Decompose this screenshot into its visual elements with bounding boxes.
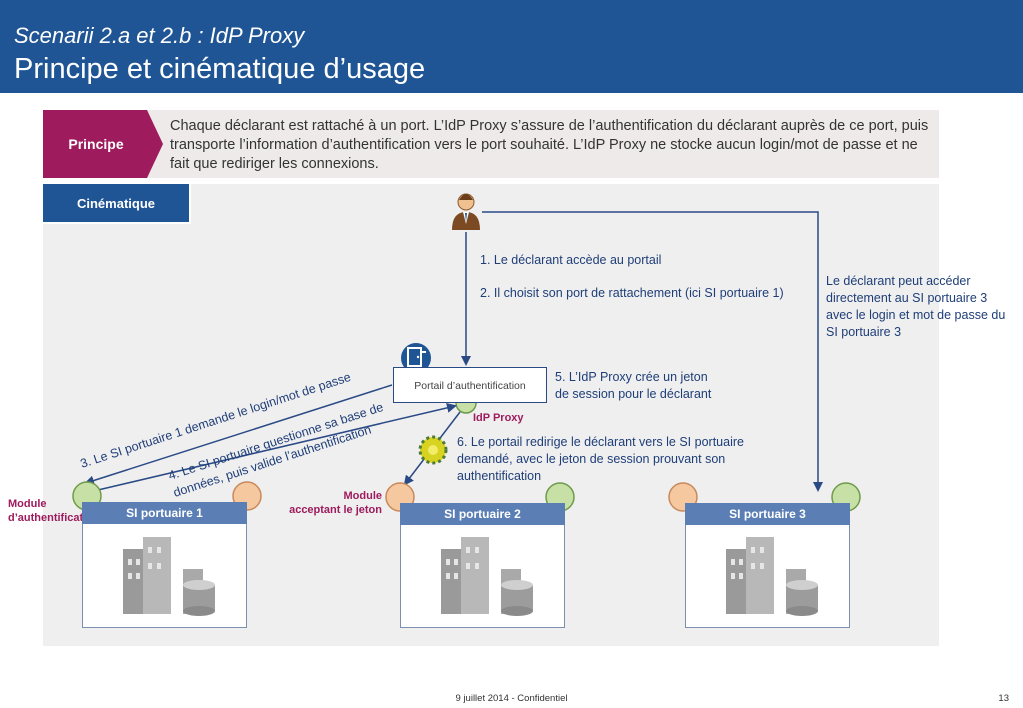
step2-label: 2. Il choisit son port de rattachement (… — [480, 286, 784, 300]
step5-label-line1: 5. L’IdP Proxy crée un jeton — [555, 370, 708, 384]
si-portuaire-2-box — [400, 518, 565, 628]
step6-label: 6. Le portail redirige le déclarant vers… — [457, 435, 744, 483]
session-token-icon — [418, 435, 448, 465]
principe-panel — [43, 110, 939, 178]
si-portuaire-3-box — [685, 518, 850, 628]
arrow-si1-to-portal — [97, 402, 457, 491]
principe-label: Principe — [68, 136, 124, 152]
step1-label: 1. Le déclarant accède au portail — [480, 253, 662, 267]
slide-header: Scenarii 2.a et 2.b : IdP Proxy Principe… — [0, 0, 1023, 93]
si-portuaire-1-label: SI portuaire 1 — [82, 502, 247, 524]
direct-access-label: Le déclarant peut accéder directement au… — [826, 274, 1006, 339]
module-token-label-line1: Module — [343, 490, 383, 502]
slide-subtitle: Scenarii 2.a et 2.b : IdP Proxy — [14, 23, 305, 48]
footer-date: 9 juillet 2014 - Confidentiel — [455, 693, 568, 704]
building-database-icon — [726, 537, 818, 616]
arrow-user-to-si3 — [482, 211, 823, 492]
authentication-portal-box: Portail d’authentification — [393, 367, 547, 403]
building-database-icon — [441, 537, 533, 616]
cinematique-label: Cinématique — [43, 184, 191, 224]
principe-tag-shape — [43, 110, 163, 178]
slide-title: Principe et cinématique d’usage — [14, 53, 426, 85]
idp-proxy-label: IdP Proxy — [473, 412, 524, 424]
door-icon — [401, 343, 431, 373]
building-database-icon — [123, 537, 215, 616]
arrow-portal-to-si1 — [84, 384, 393, 486]
si-portuaire-1-box — [82, 518, 247, 628]
module-token-label-line2: acceptant le jeton — [289, 504, 382, 516]
module-auth-label-line2: d’authentification — [8, 512, 100, 524]
si-portuaire-3-label: SI portuaire 3 — [685, 503, 850, 525]
principe-text: Chaque déclarant est rattaché à un port.… — [170, 118, 929, 172]
module-auth-label-line1: Module — [8, 498, 47, 510]
si-portuaire-2-label: SI portuaire 2 — [400, 503, 565, 525]
page-number: 13 — [998, 693, 1009, 704]
step5-label-line2: de session pour le déclarant — [555, 387, 712, 401]
user-icon — [452, 193, 480, 230]
